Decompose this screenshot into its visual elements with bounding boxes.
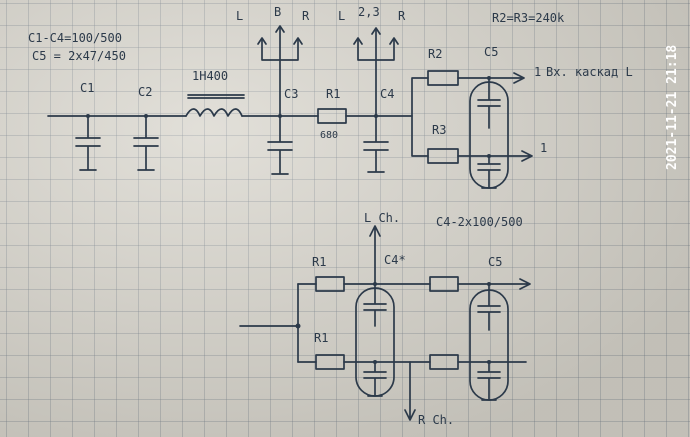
capacitor-c4star-top — [363, 283, 387, 327]
branch-r2r3 — [411, 77, 429, 157]
arrow-rch — [404, 361, 416, 421]
out-line-2 — [457, 150, 533, 162]
bottom-circuit — [239, 225, 531, 421]
label-out1-note: Вх. каскад L — [546, 65, 633, 79]
label-tap-23: 2,3 — [358, 5, 380, 19]
input-branch — [239, 283, 299, 363]
capacitor-c1 — [75, 115, 101, 171]
node-c5b-bottom — [487, 360, 491, 364]
choke-coil — [185, 108, 243, 117]
label-tap-b: B — [274, 5, 281, 19]
resistor-r1-bottom — [315, 354, 345, 370]
node-input — [295, 323, 301, 329]
node-c5b-top — [487, 282, 491, 286]
capacitor-c5b-top — [477, 283, 501, 331]
label-r2: R2 — [428, 47, 442, 61]
label-c4-star: C4* — [384, 253, 406, 267]
top-circuit — [47, 25, 533, 189]
node-c4star-bottom — [373, 360, 377, 364]
choke-core — [187, 94, 245, 99]
photo-timestamp: 2021-11-21 21:18 — [665, 45, 680, 170]
capacitor-c5-top — [477, 77, 501, 129]
label-r1: R1 — [326, 87, 340, 101]
label-tap-l1: L — [236, 9, 243, 23]
capacitor-c2 — [133, 115, 159, 171]
resistor-lower — [429, 354, 459, 370]
capacitor-c4star-bottom — [363, 361, 387, 397]
tap-lbr-arrows — [257, 25, 303, 45]
note-caps-bottom: C4-2x100/500 — [436, 215, 523, 229]
label-c1: C1 — [80, 81, 94, 95]
note-c5-top: C5 = 2x47/450 — [32, 49, 126, 63]
label-choke: 1H400 — [192, 69, 228, 83]
tap-l23r — [357, 29, 395, 117]
arrow-lch — [369, 225, 381, 285]
capacitor-c3 — [267, 115, 293, 175]
tap-l23r-arrows — [353, 27, 399, 45]
branch-r1-pair — [297, 283, 317, 363]
resistor-r2 — [427, 70, 459, 86]
resistor-r1-top — [315, 276, 345, 292]
label-r1-b: R1 — [314, 331, 328, 345]
label-r1-a: R1 — [312, 255, 326, 269]
node-c5-bottom — [487, 154, 491, 158]
label-tap-l2: L — [338, 9, 345, 23]
node-c2 — [144, 114, 148, 118]
node-c1 — [86, 114, 90, 118]
label-c5: C5 — [484, 45, 498, 59]
capacitor-c5b-bottom — [477, 361, 501, 401]
note-caps-top: C1-C4=100/500 — [28, 31, 122, 45]
label-c3: C3 — [284, 87, 298, 101]
label-c4: C4 — [380, 87, 394, 101]
label-lch: L Ch. — [364, 211, 400, 225]
upper-rail — [343, 278, 531, 290]
label-tap-r1: R — [302, 9, 310, 23]
note-r2r3: R2=R3=240k — [492, 11, 565, 25]
resistor-r3 — [427, 148, 459, 164]
label-r3: R3 — [432, 123, 446, 137]
label-out2: 1 — [540, 141, 547, 155]
label-tap-r2: R — [398, 9, 406, 23]
label-r1-value: 680 — [320, 130, 338, 141]
resistor-r1 — [317, 108, 347, 124]
tap-lbr — [261, 27, 299, 117]
label-rch: R Ch. — [418, 413, 454, 427]
resistor-upper — [429, 276, 459, 292]
capacitor-c4 — [363, 115, 389, 173]
label-out1: 1 — [534, 65, 541, 79]
capacitor-c5-bottom — [477, 155, 501, 189]
label-c5-bottom: C5 — [488, 255, 502, 269]
label-c2: C2 — [138, 85, 152, 99]
node-c5-top — [487, 76, 491, 80]
